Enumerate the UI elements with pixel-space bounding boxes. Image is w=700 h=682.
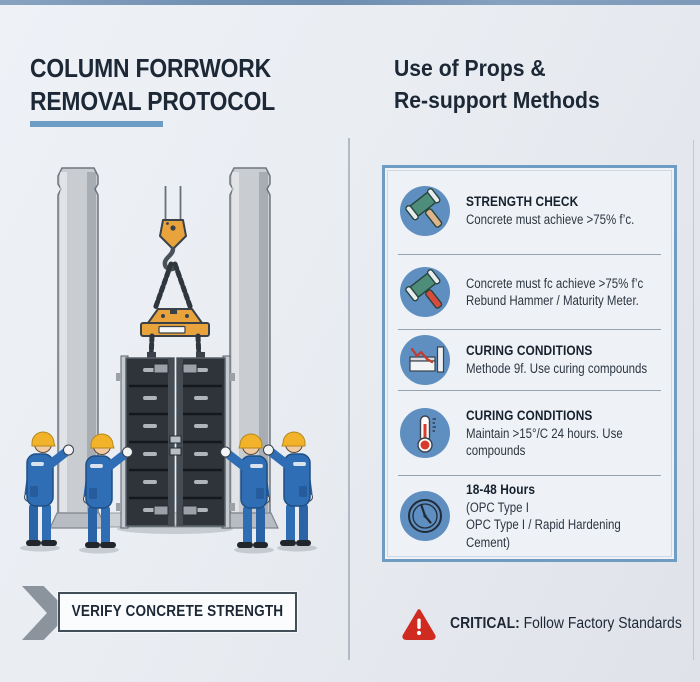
title-underline <box>30 121 163 127</box>
critical-message: Follow Factory Standards <box>523 615 682 632</box>
page-title: COLUMN FORRWORK REMOVAL PROTOCOL <box>30 52 308 118</box>
section-title: Use of Props & Re-support Methods <box>394 52 618 116</box>
item-title: STRENGTH CHECK <box>466 193 579 210</box>
mallet-icon <box>399 185 451 237</box>
section-title-line1: Use of Props & <box>394 55 546 81</box>
divider <box>398 475 661 476</box>
item-title: 18-48 Hours <box>466 480 536 497</box>
item-line: OPC Type I / Rapid Hardening Cement) <box>466 517 621 550</box>
critical-text: CRITICAL: Follow Factory Standards <box>450 615 682 633</box>
formwork-removal-illustration <box>0 167 360 572</box>
item-line: Rebund Hammer / Maturity Meter. <box>466 293 639 308</box>
maturity-meter-icon <box>399 334 451 386</box>
top-accent-bar <box>0 0 700 5</box>
panel-connector <box>169 447 182 456</box>
divider <box>398 254 661 255</box>
verify-strength-label: VERIFY CONCRETE STRENGTH <box>71 603 284 620</box>
divider <box>398 390 661 391</box>
panel-item-rebound-hammer: Concrete must fc achieve >75% f’c Rebund… <box>385 255 674 329</box>
section-title-line2: Re-support Methods <box>394 87 600 113</box>
formwork-panel-right <box>175 355 235 529</box>
concrete-column-right <box>229 167 271 515</box>
crane-hook-assembly <box>140 186 210 362</box>
item-line: (OPC Type I <box>466 499 529 515</box>
panel-item-curing-method: CURING CONDITIONS Methode 9f. Use curing… <box>385 330 674 390</box>
clock-icon <box>399 490 451 542</box>
item-line: Concrete must fc achieve >75% f’c <box>466 275 644 291</box>
warning-triangle-icon <box>402 609 436 640</box>
page-title-line2: REMOVAL PROTOCOL <box>30 86 276 116</box>
thermometer-icon <box>399 407 451 459</box>
item-line: Methode 9f. Use curing compounds <box>466 361 648 377</box>
critical-label: CRITICAL: <box>450 615 520 632</box>
methods-panel: STRENGTH CHECK Concrete must achieve >75… <box>382 165 677 562</box>
item-line: Concrete must achieve >75% f’c. <box>466 212 635 228</box>
item-title: CURING CONDITIONS <box>466 406 593 423</box>
verify-strength-step: VERIFY CONCRETE STRENGTH <box>58 592 297 632</box>
column-base-left <box>49 512 107 529</box>
mallet-red-icon <box>399 266 451 318</box>
worker-figure <box>264 432 318 552</box>
formwork-panel-left <box>116 355 176 529</box>
vertical-divider <box>348 138 350 660</box>
panel-item-stripping-time: 18-48 Hours (OPC Type I OPC Type I / Rap… <box>385 476 674 556</box>
panel-item-curing-temperature: CURING CONDITIONS Maintain >15°/C 24 hou… <box>385 391 674 475</box>
item-title: CURING CONDITIONS <box>466 342 593 359</box>
right-edge-line <box>693 140 694 660</box>
page-title-line1: COLUMN FORRWORK <box>30 53 271 83</box>
critical-note: CRITICAL: Follow Factory Standards <box>402 608 700 640</box>
divider <box>398 329 661 330</box>
panel-item-strength-check: STRENGTH CHECK Concrete must achieve >75… <box>385 168 674 254</box>
item-line: Maintain >15°/C 24 hours. Use compounds <box>466 425 623 459</box>
panel-connector <box>169 435 182 444</box>
